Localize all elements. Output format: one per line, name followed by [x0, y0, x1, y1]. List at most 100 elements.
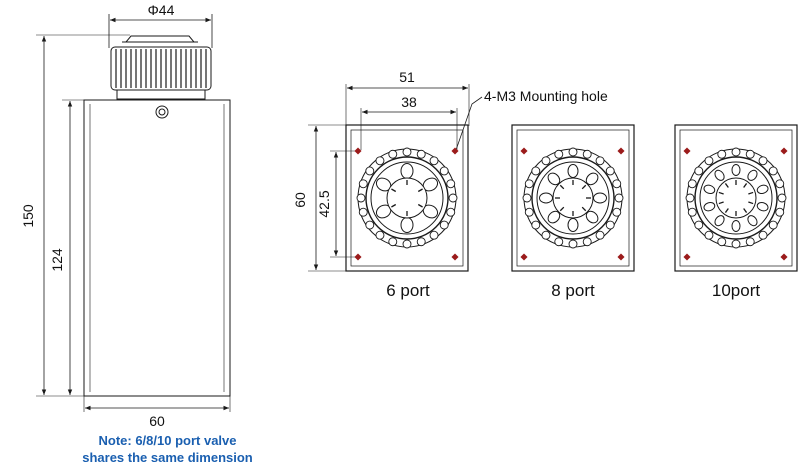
dim-top-diameter: Φ44 — [148, 2, 175, 18]
knurl-tooth — [402, 147, 412, 157]
top-view-10-port — [674, 124, 798, 272]
mounting-hole — [683, 147, 691, 155]
valve-plate — [511, 124, 635, 272]
knurl-tooth — [694, 166, 704, 176]
dim-outer-width: 51 — [399, 69, 415, 85]
port-hole — [714, 169, 725, 181]
knurl-tooth — [375, 156, 385, 166]
dim-height-body: 124 — [49, 248, 65, 272]
hub-tick — [748, 201, 754, 205]
knurl-tooth — [429, 156, 439, 166]
dim-width-bottom: 60 — [149, 413, 165, 429]
knurl-tooth — [429, 230, 439, 240]
knurl-tooth — [775, 179, 785, 189]
knurl-tooth — [614, 193, 624, 203]
knurl-tooth — [745, 237, 755, 247]
mounting-hole — [780, 253, 788, 261]
knurl-tooth — [582, 237, 592, 247]
knurl-tooth — [758, 230, 768, 240]
note-line-2: shares the same dimension — [82, 450, 253, 465]
knob-inner-ring — [536, 161, 610, 235]
valve-plate — [345, 124, 469, 272]
knob-ring — [694, 156, 778, 240]
mounting-hole — [451, 253, 459, 261]
dim-hole-spacing: 42.5 — [316, 190, 332, 217]
knurl-tooth — [605, 220, 615, 230]
knurl-tooth — [416, 149, 426, 159]
port-hole — [747, 215, 758, 227]
side-view — [36, 14, 231, 412]
knurl-tooth — [704, 230, 714, 240]
knurl-tooth — [685, 193, 695, 203]
dimension-note: Note: 6/8/10 port valve shares the same … — [40, 432, 295, 466]
knob-inner-ring — [699, 161, 773, 235]
knurl-tooth — [595, 156, 605, 166]
knurl-tooth — [704, 156, 714, 166]
mounting-hole — [780, 147, 788, 155]
knurl-tooth — [582, 149, 592, 159]
knurl-tooth — [554, 149, 564, 159]
knurl-tooth — [595, 230, 605, 240]
hub-tick — [559, 206, 565, 212]
knurl-tooth — [365, 166, 375, 176]
knurl-tooth — [717, 149, 727, 159]
hub-tick — [391, 188, 397, 193]
port-hole — [747, 169, 758, 181]
mounting-hole — [683, 253, 691, 261]
hub-tick — [559, 184, 565, 190]
hub-tick — [724, 208, 729, 213]
top-view-6-port — [345, 124, 469, 272]
knurl-tooth — [541, 156, 551, 166]
hub-tick — [581, 184, 587, 190]
knurl-tooth — [568, 147, 578, 157]
knurl-tooth — [416, 237, 426, 247]
mounting-hole — [354, 253, 362, 261]
knurl-tooth — [522, 193, 532, 203]
knurl-tooth — [531, 166, 541, 176]
port-hole — [400, 217, 414, 233]
mounting-hole — [520, 253, 528, 261]
hub-tick — [581, 206, 587, 212]
center-hub — [715, 177, 757, 219]
port-hole — [731, 164, 741, 176]
knob-ring — [365, 156, 449, 240]
note-line-1: Note: 6/8/10 port valve — [98, 433, 237, 448]
hub-tick — [743, 183, 748, 188]
port-hole — [756, 184, 769, 195]
knurl-tooth — [731, 147, 741, 157]
knurl-tooth — [439, 220, 449, 230]
knurl-tooth — [375, 230, 385, 240]
knurl-tooth — [758, 156, 768, 166]
knurl-tooth — [687, 179, 697, 189]
port-hole — [539, 192, 553, 204]
knurl-tooth — [531, 220, 541, 230]
knurl-tooth — [612, 179, 622, 189]
knurl-tooth — [768, 166, 778, 176]
hub-tick — [417, 188, 423, 193]
top-view-8-port — [511, 124, 635, 272]
mounting-hole — [617, 253, 625, 261]
knurl-tooth — [731, 239, 741, 249]
mounting-hole — [354, 147, 362, 155]
port-hole — [593, 192, 607, 204]
hub-tick — [724, 183, 729, 188]
knurl-tooth — [402, 239, 412, 249]
dim-top-height: 60 — [292, 192, 308, 208]
knurl-tooth — [446, 179, 456, 189]
mounting-hole — [520, 147, 528, 155]
knurl-tooth — [358, 179, 368, 189]
knurl-tooth — [777, 193, 787, 203]
mounting-hole-label: 4-M3 Mounting hole — [484, 88, 608, 104]
mounting-hole — [617, 147, 625, 155]
dim-height-total: 150 — [20, 204, 36, 228]
dim-inner-width: 38 — [401, 94, 417, 110]
knurl-tooth — [439, 166, 449, 176]
port-hole — [756, 201, 769, 212]
knurl-tooth — [524, 207, 534, 217]
knurl-tooth — [388, 149, 398, 159]
knurl-tooth — [448, 193, 458, 203]
valve-plate — [674, 124, 798, 272]
knurl-tooth — [605, 166, 615, 176]
knurl-tooth — [745, 149, 755, 159]
